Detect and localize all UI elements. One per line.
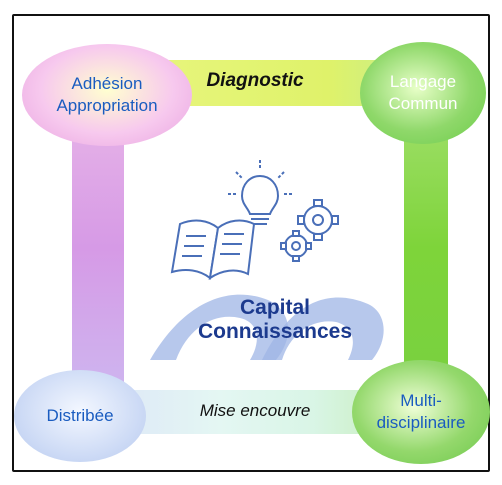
center-title: Capital Connaissances [160,296,390,344]
node-top-right-line-2: Commun [388,94,458,113]
node-bottom-right-line-1: Multi- [400,391,442,410]
node-top-left: Adhésion Appropriation [22,44,192,146]
lightbulb-icon [228,160,292,225]
center-title-line-1: Capital [239,296,310,319]
book-icon [170,219,256,281]
center-title-line-2: Connaissances [197,320,353,343]
diagram-frame [12,14,490,472]
node-top-right-line-1: Langage [389,72,457,91]
node-bottom-left-line-1: Distribée [46,406,114,425]
edge-label-bottom: Mise encouvre [199,401,311,420]
node-top-left-line-2: Appropriation [56,96,158,115]
node-bottom-left: Distribée [14,370,146,462]
edge-label-top: Diagnostic [206,70,304,91]
node-bottom-right: Multi- disciplinaire [352,360,490,464]
curved-arrow-icon [150,294,384,360]
node-top-right: Langage Commun [360,42,486,144]
gears-icon [280,199,339,262]
node-top-left-line-1: Adhésion [71,74,143,93]
node-bottom-right-line-2: disciplinaire [376,413,466,432]
